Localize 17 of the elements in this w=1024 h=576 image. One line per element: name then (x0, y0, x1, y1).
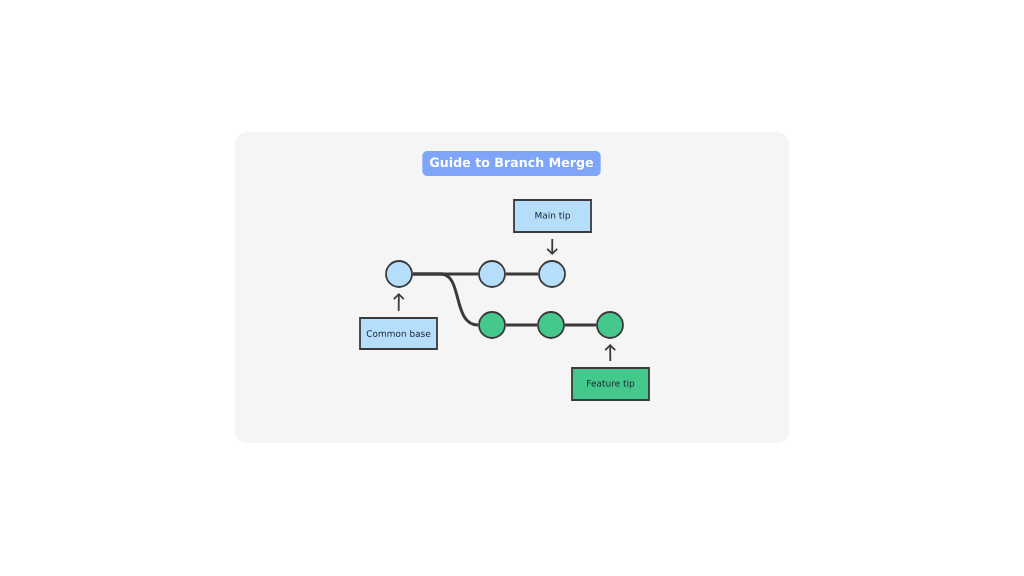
arrow (546, 238, 559, 256)
title-banner: Guide to Branch Merge (422, 151, 601, 176)
commit-circle (537, 311, 565, 339)
label-box: Main tip (513, 199, 592, 233)
commit-circle (478, 311, 506, 339)
arrow (392, 292, 405, 312)
connector-line (505, 272, 539, 276)
label-box: Feature tip (571, 367, 650, 401)
connector-line (564, 323, 597, 327)
arrow (604, 343, 617, 362)
connector-line (505, 323, 538, 327)
commit-circle (385, 260, 413, 288)
commit-circle (538, 260, 566, 288)
commit-circle (478, 260, 506, 288)
commit-circle (596, 311, 624, 339)
label-box: Common base (359, 317, 438, 350)
connector-line (412, 272, 479, 327)
